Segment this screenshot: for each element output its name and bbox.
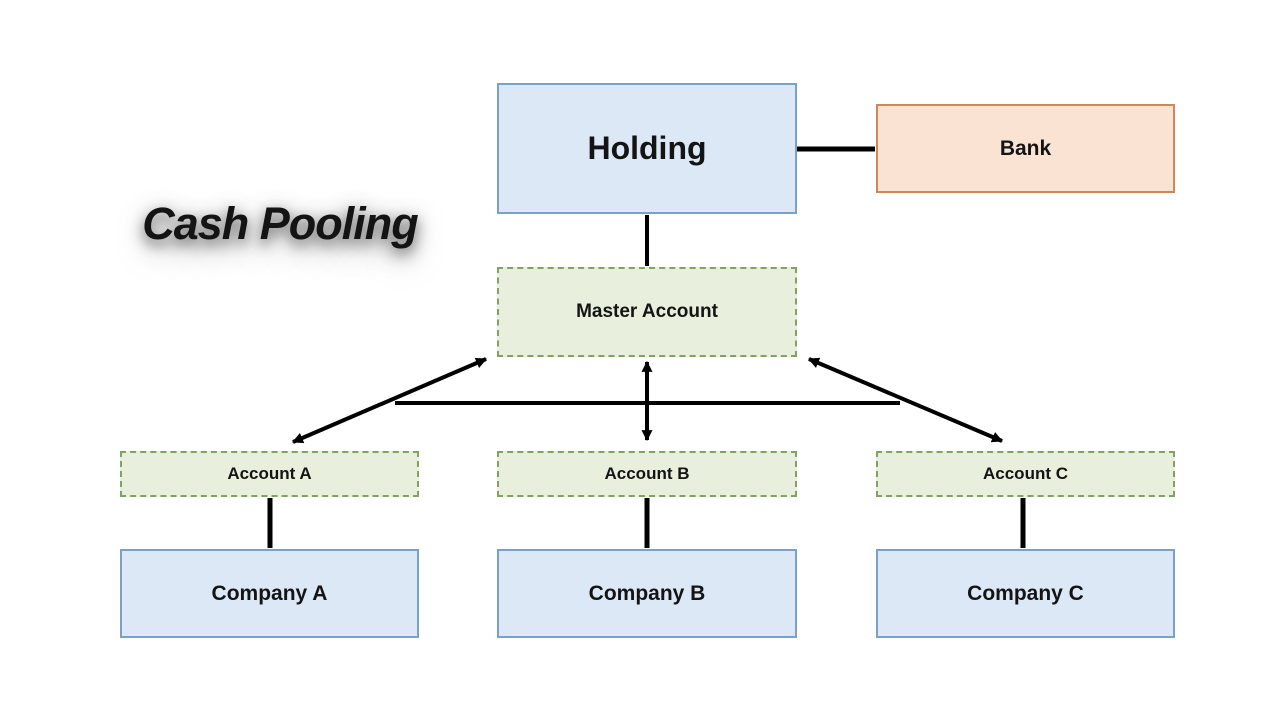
company-b-box: Company B xyxy=(497,549,797,638)
diagram-title: Cash Pooling xyxy=(142,198,419,249)
company-a-box: Company A xyxy=(120,549,419,638)
holding-label: Holding xyxy=(587,130,707,166)
account-c-label: Account C xyxy=(983,464,1068,483)
account-a-box: Account A xyxy=(120,451,419,497)
account-c-box: Account C xyxy=(876,451,1175,497)
bank-label: Bank xyxy=(999,136,1052,160)
company-b-label: Company B xyxy=(588,581,706,605)
arrow-master-account-c xyxy=(807,357,1004,443)
company-c-box: Company C xyxy=(876,549,1175,638)
master-account-label: Master Account xyxy=(576,301,718,322)
bank-box: Bank xyxy=(876,104,1175,193)
arrow-master-account-a xyxy=(291,357,488,444)
account-b-label: Account B xyxy=(604,464,690,483)
master-account-box: Master Account xyxy=(497,267,797,357)
holding-box: Holding xyxy=(497,83,797,214)
company-c-label: Company C xyxy=(967,581,1084,605)
company-a-label: Company A xyxy=(211,581,328,605)
account-a-label: Account A xyxy=(227,464,312,483)
account-b-box: Account B xyxy=(497,451,797,497)
